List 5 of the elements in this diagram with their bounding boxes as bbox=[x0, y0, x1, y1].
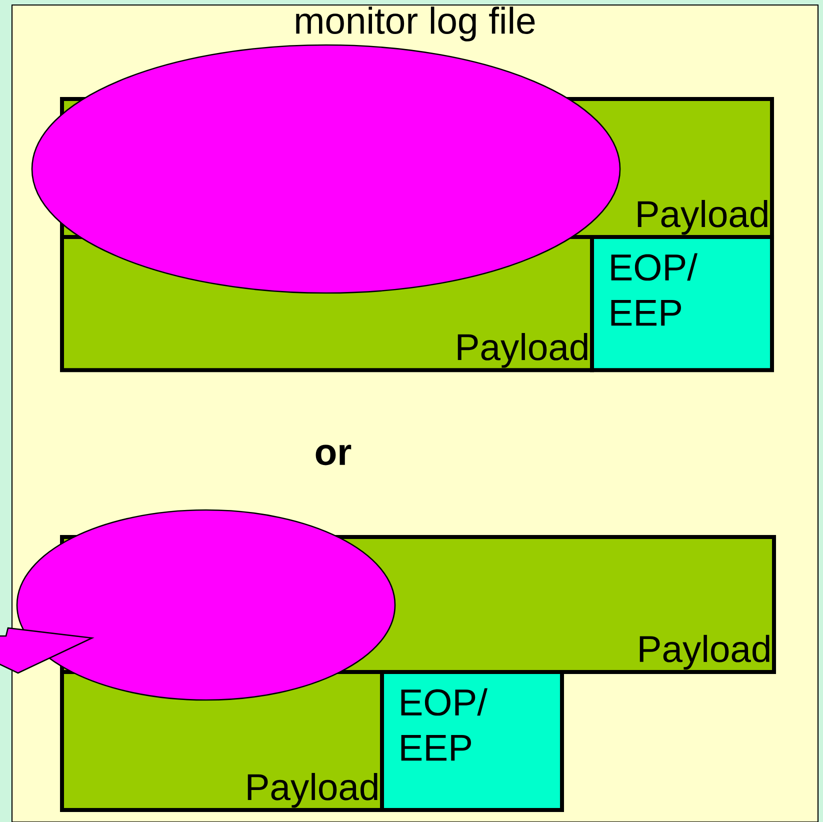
label: or bbox=[316, 444, 352, 466]
eop-eep-box: EOP/ EEP bbox=[380, 670, 564, 812]
title: monitor log file bbox=[296, 6, 535, 42]
eop-eep-box: EOP/ EEP bbox=[590, 235, 774, 372]
callout-ellipse bbox=[0, 509, 396, 701]
